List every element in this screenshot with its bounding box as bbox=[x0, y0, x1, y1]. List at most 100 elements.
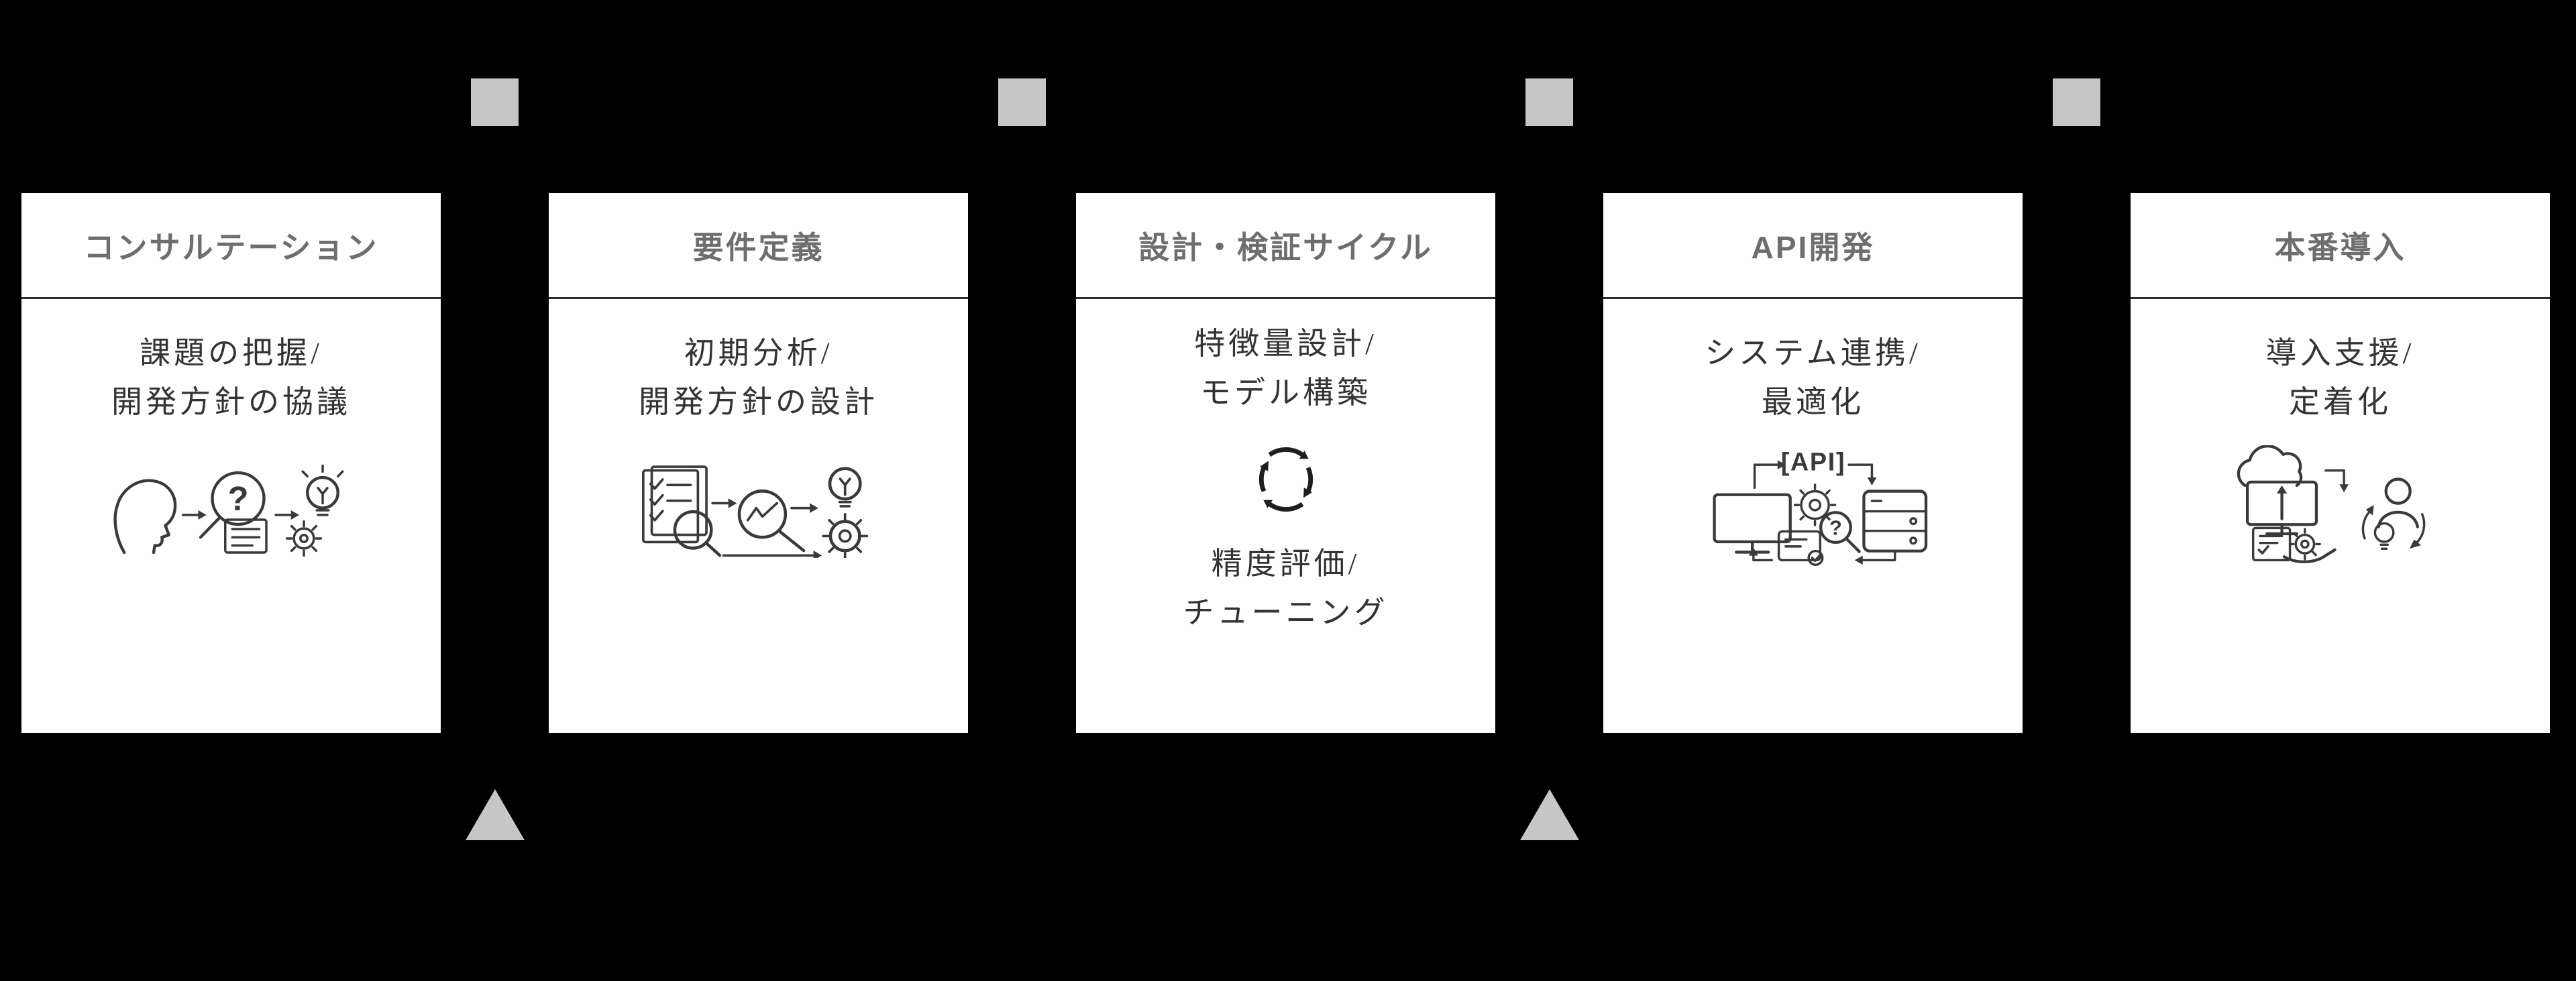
cycle-arrow-head-icon bbox=[1259, 461, 1269, 471]
description-line: 特徴量設計/ bbox=[1194, 327, 1377, 361]
step-header: 設計・検証サイクル bbox=[1076, 193, 1495, 299]
gear-teeth bbox=[1793, 483, 1836, 526]
step-body: 特徴量設計/ モデル構築 精度評価/ チューニング bbox=[1076, 299, 1495, 733]
document-icon bbox=[1777, 530, 1821, 562]
document-icon bbox=[224, 518, 268, 554]
description-line: モデル構築 bbox=[1200, 376, 1371, 410]
chart-handle-icon bbox=[777, 529, 805, 553]
flow-marker-square-4 bbox=[2053, 78, 2100, 126]
magnifier-icon bbox=[1819, 511, 1852, 544]
cycle-arrow-head-icon bbox=[1303, 487, 1312, 498]
arrow-icon bbox=[2324, 469, 2345, 485]
arrow-head-icon bbox=[198, 510, 207, 520]
cycle-arc-icon bbox=[2361, 510, 2371, 540]
question-mark-glyph: ? bbox=[227, 479, 248, 518]
checklist-document-icon bbox=[641, 469, 699, 544]
gear-icon bbox=[828, 520, 861, 553]
gear-icon bbox=[2294, 534, 2315, 555]
description-line: 課題の把握/ bbox=[140, 336, 323, 370]
deployment-adoption-icon bbox=[2213, 445, 2468, 566]
description-line: 開発方針の設計 bbox=[639, 385, 878, 419]
check-circle-icon bbox=[1807, 550, 1823, 566]
step-description: 初期分析/ 開発方針の設計 bbox=[639, 329, 878, 426]
step-description-bottom: 精度評価/ チューニング bbox=[1183, 539, 1389, 637]
arrow-head-icon bbox=[809, 503, 818, 513]
cycle-arc-icon bbox=[2414, 513, 2425, 544]
step-description-top: 特徴量設計/ モデル構築 bbox=[1194, 319, 1377, 417]
step-header: API開発 bbox=[1603, 193, 2023, 299]
description-line: 導入支援/ bbox=[2265, 336, 2415, 370]
step-card-design-verification-cycle: 設計・検証サイクル 特徴量設計/ モデル構築 精度評価/ チューニング bbox=[1076, 193, 1495, 733]
description-line: 定着化 bbox=[2289, 385, 2392, 419]
step-card-production-deployment: 本番導入 導入支援/ 定着化 bbox=[2131, 193, 2550, 733]
cloud-icon bbox=[2237, 445, 2302, 487]
arrow-head-icon bbox=[728, 498, 737, 508]
api-integration-icon: [API] bbox=[1686, 445, 1941, 566]
person-icon bbox=[2384, 477, 2412, 505]
magnifier-handle-icon bbox=[704, 541, 721, 557]
step-title: 設計・検証サイクル bbox=[1138, 229, 1433, 265]
arrow-head-icon bbox=[1748, 547, 1758, 556]
question-mark-glyph: ? bbox=[1829, 516, 1842, 540]
flow-marker-square-2 bbox=[998, 78, 1046, 126]
arrow-head-icon bbox=[1867, 477, 1876, 485]
gear-icon bbox=[1799, 489, 1830, 520]
ray-icon bbox=[301, 470, 309, 477]
step-header: コンサルテーション bbox=[21, 193, 441, 299]
arrow-head-icon bbox=[2276, 485, 2287, 494]
step-header: 要件定義 bbox=[549, 193, 968, 299]
step-title: コンサルテーション bbox=[83, 229, 379, 265]
step-card-requirements: 要件定義 初期分析/ 開発方針の設計 bbox=[549, 193, 968, 733]
step-description: 導入支援/ 定着化 bbox=[2266, 329, 2415, 426]
flow-marker-square-1 bbox=[471, 78, 519, 126]
cycle-arrow-head-icon bbox=[2365, 505, 2374, 516]
check-icon bbox=[649, 494, 664, 506]
cycle-arrow-head-icon bbox=[2409, 539, 2421, 549]
step-title: 要件定義 bbox=[692, 229, 824, 265]
step-body: 課題の把握/ 開発方針の協議 ? bbox=[21, 299, 441, 733]
magnifier-handle-icon bbox=[1844, 536, 1861, 553]
cycle-arc-icon bbox=[1258, 466, 1266, 493]
person-body-icon bbox=[2376, 510, 2419, 528]
step-description: システム連携/ 最適化 bbox=[1705, 329, 1921, 426]
step-title: API開発 bbox=[1751, 229, 1875, 265]
gear-teeth bbox=[285, 520, 323, 557]
arrow-icon bbox=[1753, 463, 1779, 489]
magnifier-handle-icon bbox=[199, 516, 221, 539]
server-led-icon bbox=[1909, 536, 1917, 545]
step-header: 本番導入 bbox=[2131, 193, 2550, 299]
step-card-consultation: コンサルテーション 課題の把握/ 開発方針の協議 ? bbox=[21, 193, 441, 733]
cycle-arc-icon bbox=[1268, 502, 1303, 512]
flow-marker-square-3 bbox=[1525, 78, 1573, 126]
gear-teeth bbox=[821, 512, 868, 558]
check-icon bbox=[649, 478, 664, 490]
magnifier-icon bbox=[673, 510, 713, 550]
arrow-head-icon bbox=[813, 551, 822, 558]
step-card-api-development: API開発 システム連携/ 最適化 [API] bbox=[1603, 193, 2023, 733]
arrow-head-icon bbox=[290, 510, 299, 520]
trend-line-icon bbox=[746, 502, 778, 522]
flow-marker-triangle-2 bbox=[1520, 789, 1579, 840]
step-title: 本番導入 bbox=[2274, 229, 2406, 265]
cycle-arc-icon bbox=[1305, 466, 1313, 493]
step-body: 初期分析/ 開発方針の設計 bbox=[549, 299, 968, 733]
api-label: [API] bbox=[1780, 448, 1845, 476]
description-line: 初期分析/ bbox=[684, 336, 833, 370]
trend-chart-icon bbox=[737, 489, 787, 539]
head-profile-icon bbox=[113, 479, 177, 555]
arrow-icon bbox=[1861, 550, 1896, 562]
description-line: システム連携/ bbox=[1705, 336, 1921, 370]
checklist-analysis-solution-icon bbox=[625, 461, 893, 558]
step-description: 課題の把握/ 開発方針の協議 bbox=[111, 329, 351, 426]
ray-icon bbox=[337, 470, 344, 477]
person-inquiry-idea-icon: ? bbox=[102, 463, 360, 557]
cycle-arc-icon bbox=[1268, 447, 1303, 457]
hand-icon bbox=[2282, 548, 2337, 563]
lightbulb-icon bbox=[828, 467, 862, 501]
flow-marker-triangle-1 bbox=[466, 789, 525, 840]
description-line: チューニング bbox=[1183, 595, 1389, 630]
check-icon bbox=[649, 510, 664, 522]
magnifier-icon bbox=[211, 471, 266, 526]
server-led-icon bbox=[1909, 517, 1917, 526]
cycle-arrow-head-icon bbox=[1263, 500, 1273, 508]
